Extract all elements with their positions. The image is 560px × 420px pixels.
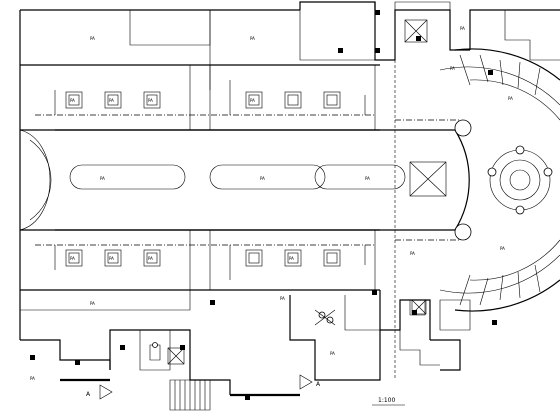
unit-label: PA: [109, 256, 114, 261]
unit-label: PA: [148, 256, 153, 261]
unit-label: PA: [109, 98, 114, 103]
unit-box: [284, 91, 302, 109]
structural-columns: [30, 10, 497, 400]
room-label: PA: [410, 251, 415, 256]
unit-box: [104, 91, 122, 109]
room-label: PA: [250, 36, 255, 41]
unit-box: [245, 91, 263, 109]
elevators: [167, 19, 428, 365]
section-letter: A: [316, 381, 321, 388]
valve-fixtures: [152, 309, 336, 348]
unit-box: [323, 91, 341, 109]
central-corridor: [19, 119, 553, 241]
building-walls: [19, 1, 560, 411]
room-label: PA: [330, 351, 335, 356]
curved-arcade: [394, 48, 560, 380]
room-label: PA: [30, 376, 35, 381]
unit-label: PA: [250, 98, 255, 103]
unit-label: PA: [148, 98, 153, 103]
unit-label: PA: [70, 256, 75, 261]
unit-label: PA: [70, 98, 75, 103]
scale-label: 1:100: [378, 397, 395, 404]
unit-box: [65, 249, 83, 267]
room-label: PA: [90, 301, 95, 306]
section-letter: A: [86, 391, 91, 398]
room-label: PA: [280, 296, 285, 301]
room-label: PA: [460, 26, 465, 31]
equipment-units: [65, 91, 341, 267]
pipe-lines: [35, 80, 460, 280]
room-label: PA: [100, 176, 105, 181]
unit-box: [65, 91, 83, 109]
unit-box: [143, 91, 161, 109]
unit-box: [323, 249, 341, 267]
room-label: PA: [500, 246, 505, 251]
unit-labels: PA PA PA PA PA PA PA PA: [70, 98, 294, 261]
room-label: PA: [450, 66, 455, 71]
room-labels: PA PA PA PA PA PA PA PA PA PA PA PA PA P…: [30, 26, 513, 381]
room-label: PA: [90, 36, 95, 41]
unit-box: [143, 249, 161, 267]
unit-box: [104, 249, 122, 267]
room-label: PA: [260, 176, 265, 181]
room-label: PA: [508, 96, 513, 101]
unit-box: [245, 249, 263, 267]
unit-label: PA: [289, 256, 294, 261]
section-marker-right: A: [299, 374, 321, 390]
section-marker-left: A: [86, 384, 113, 400]
unit-box: [284, 249, 302, 267]
room-label: PA: [365, 176, 370, 181]
